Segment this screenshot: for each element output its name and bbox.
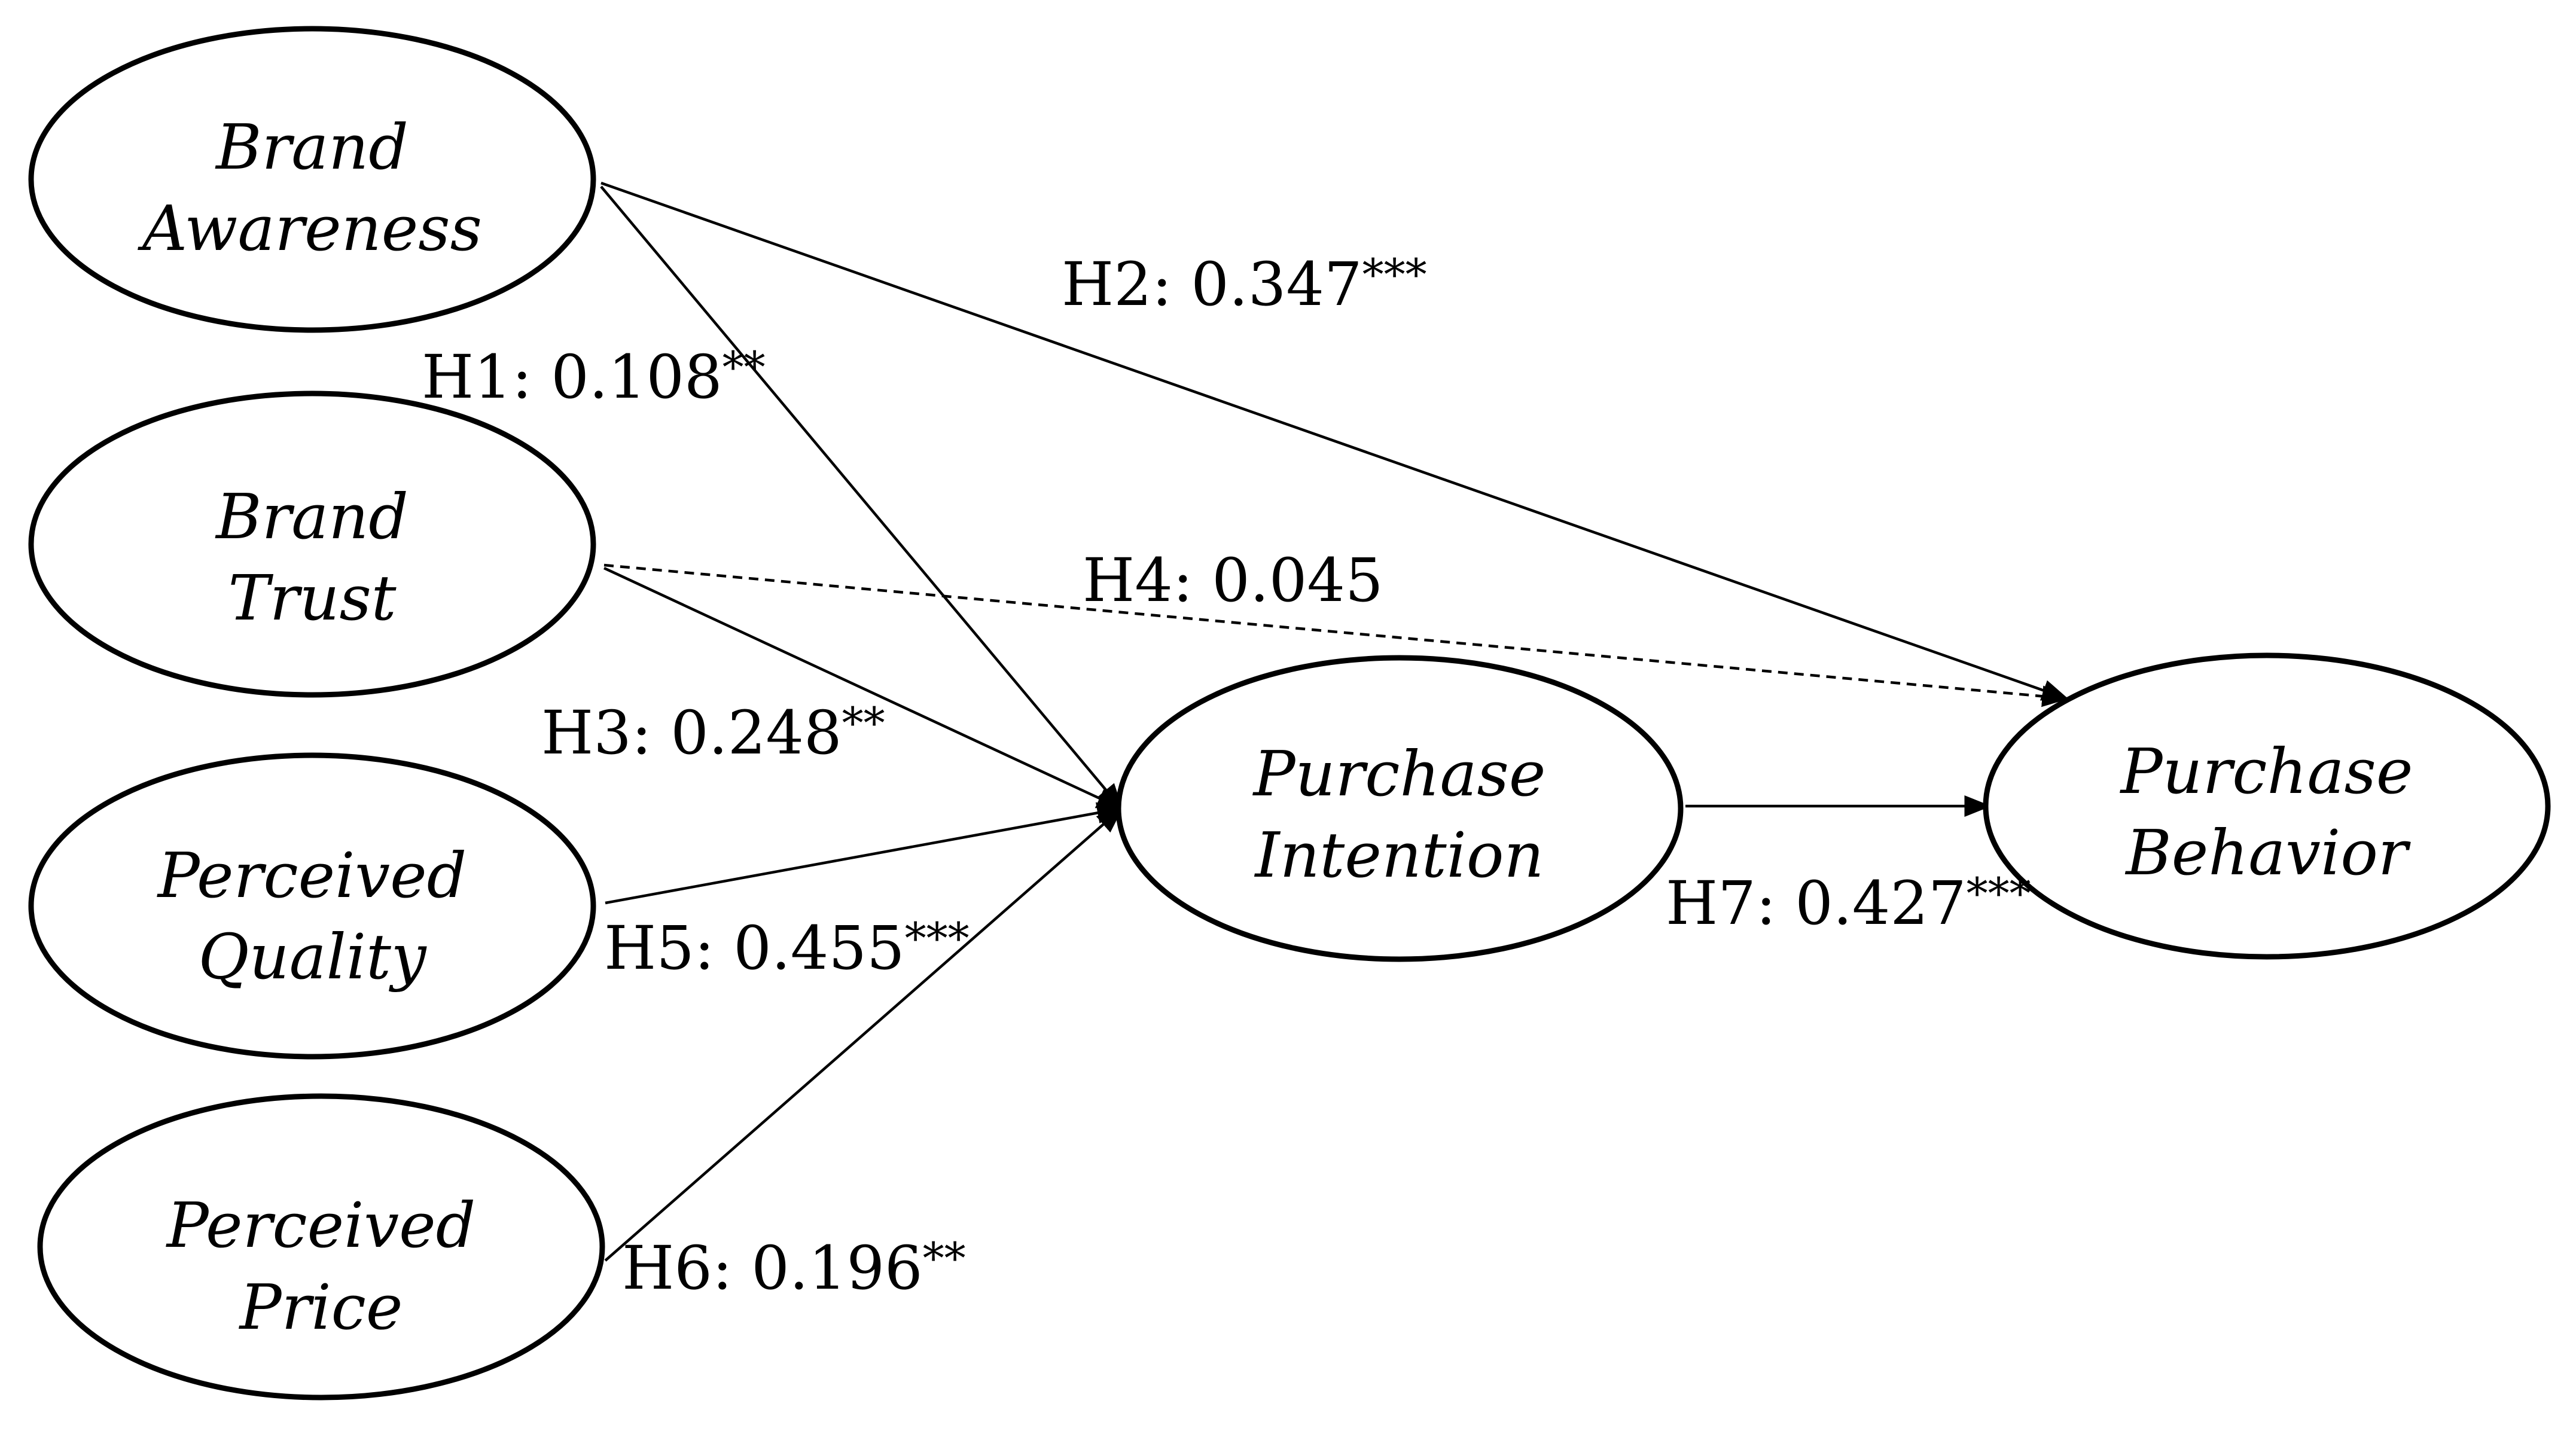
- edge-labels: H1: 0.108** H2: 0.347*** H3: 0.248** H4:…: [422, 249, 2031, 1303]
- edge-label-h1: H1: 0.108**: [422, 342, 766, 412]
- node-brand-awareness: Brand Awareness: [28, 26, 596, 333]
- node-brand-trust: Brand Trust: [28, 390, 596, 698]
- edge-h4: [603, 563, 2069, 707]
- node-brand-awareness-line1: Brand: [215, 111, 408, 184]
- node-perceived-price: Perceived Price: [37, 1093, 605, 1401]
- edge-h5: [605, 802, 1124, 905]
- node-brand-trust-line1: Brand: [215, 480, 408, 553]
- node-purchase-intention: Purchase Intention: [1115, 655, 1684, 962]
- edge-label-h2: H2: 0.347***: [1062, 249, 1427, 319]
- node-perceived-quality: Perceived Quality: [28, 752, 596, 1060]
- edge-label-h5: H5: 0.455***: [604, 913, 970, 983]
- edges: [600, 181, 2069, 1262]
- node-perceived-quality-line2: Quality: [198, 920, 427, 993]
- node-perceived-price-line2: Price: [239, 1271, 403, 1344]
- node-purchase-behavior-line2: Behavior: [2124, 816, 2411, 889]
- edge-label-h3: H3: 0.248**: [541, 698, 885, 768]
- node-perceived-quality-line1: Perceived: [157, 839, 467, 912]
- edge-label-h6: H6: 0.196**: [622, 1233, 966, 1303]
- edge-h2: [600, 181, 2069, 701]
- node-brand-awareness-line2: Awareness: [138, 192, 482, 265]
- node-purchase-behavior-line1: Purchase: [2120, 735, 2413, 808]
- node-purchase-behavior: Purchase Behavior: [1983, 652, 2551, 960]
- edge-h3: [603, 566, 1124, 810]
- edge-label-h4: H4: 0.045: [1083, 545, 1383, 615]
- node-purchase-intention-line2: Intention: [1254, 819, 1544, 892]
- edge-h1: [600, 185, 1123, 811]
- edge-label-h7: H7: 0.427***: [1666, 868, 2031, 938]
- node-purchase-intention-line1: Purchase: [1252, 737, 1546, 810]
- node-perceived-price-line1: Perceived: [166, 1189, 476, 1262]
- edge-h6: [604, 807, 1124, 1262]
- node-brand-trust-line2: Trust: [228, 562, 396, 634]
